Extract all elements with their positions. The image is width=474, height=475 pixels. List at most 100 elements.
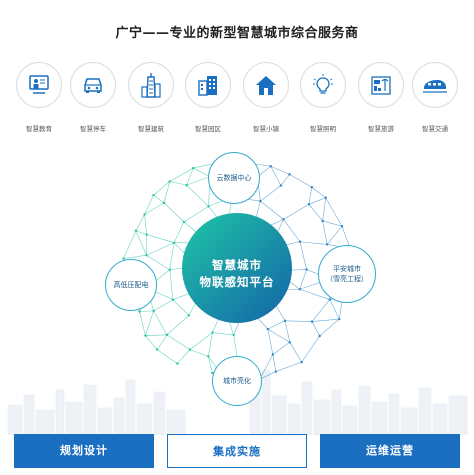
- mesh-node: [288, 341, 291, 344]
- category-smart-education[interactable]: 智慧教育: [9, 62, 69, 133]
- mesh-line: [308, 197, 326, 205]
- mesh-node: [338, 317, 341, 321]
- category-smart-transport[interactable]: 智慧交通: [405, 62, 465, 133]
- train-icon: [423, 80, 447, 93]
- node-cloud-data-center[interactable]: 云数据中心: [208, 152, 260, 204]
- category-smart-town[interactable]: 智慧小镇: [236, 62, 296, 133]
- mesh-node: [298, 288, 301, 291]
- mesh-line: [156, 349, 178, 364]
- mesh-line: [212, 332, 234, 336]
- mesh-node: [325, 243, 329, 246]
- mesh-line: [275, 361, 302, 372]
- mesh-line: [186, 184, 209, 207]
- mesh-line: [270, 166, 282, 186]
- mesh-node: [340, 225, 344, 228]
- integration-implementation-button[interactable]: 集成实施: [167, 434, 307, 468]
- node-safe-city[interactable]: 平安城市 （雪亮工程）: [318, 245, 376, 303]
- mesh-line: [280, 174, 290, 186]
- center-platform-label: 智慧城市 物联感知平台: [187, 257, 287, 291]
- car-icon: [84, 78, 102, 93]
- mesh-node: [172, 241, 176, 244]
- mesh-line: [283, 204, 310, 220]
- mesh-node: [271, 353, 274, 356]
- mesh-line: [326, 226, 343, 245]
- mesh-node: [288, 173, 291, 176]
- center-platform-circle: [182, 213, 292, 323]
- mesh-line: [272, 354, 277, 372]
- mesh-node: [300, 360, 303, 364]
- mesh-node: [165, 333, 169, 337]
- mesh-line: [193, 167, 211, 177]
- planning-design-button[interactable]: 规划设计: [14, 434, 154, 468]
- category-smart-building[interactable]: 智慧建筑: [121, 62, 181, 133]
- mesh-node: [171, 298, 175, 301]
- tourism-icon: [371, 76, 391, 95]
- category-label: 智慧照明: [310, 125, 336, 133]
- mesh-line: [267, 328, 290, 343]
- mesh-line: [166, 315, 190, 336]
- mesh-line: [153, 194, 165, 204]
- mesh-node: [305, 268, 308, 271]
- mesh-line: [267, 320, 286, 330]
- mesh-node: [185, 183, 188, 187]
- mesh-node: [207, 205, 210, 208]
- category-row: 智慧教育 智慧停车 智慧建: [0, 62, 474, 133]
- mesh-line: [260, 185, 282, 202]
- mesh-node: [321, 219, 324, 223]
- mesh-line: [299, 241, 328, 245]
- mesh-line: [189, 332, 213, 350]
- mesh-line: [207, 332, 213, 357]
- mesh-line: [156, 334, 168, 350]
- mesh-node: [168, 268, 171, 271]
- lightbulb-icon: [313, 74, 333, 94]
- category-smart-parking[interactable]: 智慧停车: [63, 62, 123, 133]
- category-label: 智慧园区: [195, 125, 221, 133]
- mesh-line: [322, 220, 328, 245]
- mesh-line: [145, 334, 167, 336]
- mesh-line: [173, 221, 185, 243]
- mesh-node: [145, 254, 148, 257]
- mesh-line: [144, 202, 165, 215]
- mesh-node: [282, 218, 285, 221]
- mesh-line: [272, 342, 290, 355]
- page-title: 广宁——专业的新型智慧城市综合服务商: [115, 26, 359, 41]
- mesh-line: [311, 299, 330, 322]
- mesh-node: [188, 348, 192, 351]
- mesh-line: [123, 254, 147, 259]
- mesh-node: [328, 298, 331, 301]
- mesh-node: [192, 166, 195, 170]
- mesh-node: [259, 199, 262, 203]
- node-label: 云数据中心: [216, 174, 252, 182]
- operation-maintenance-button[interactable]: 运维运营: [320, 434, 460, 468]
- category-smart-lighting[interactable]: 智慧照明: [293, 62, 353, 133]
- mesh-line: [145, 335, 158, 350]
- mesh-line: [259, 371, 276, 380]
- mesh-line: [311, 321, 320, 337]
- mesh-node: [318, 334, 321, 338]
- center-label-line2: 物联感知平台: [199, 275, 275, 289]
- mesh-line: [163, 181, 170, 203]
- node-label: 城市亮化: [223, 377, 251, 385]
- mesh-node: [269, 165, 272, 168]
- mesh-line: [341, 226, 351, 249]
- action-bar: 规划设计 集成实施 运维运营: [0, 434, 474, 468]
- node-city-lighting[interactable]: 城市亮化: [212, 356, 262, 406]
- mesh-node: [283, 319, 287, 323]
- mesh-line: [284, 320, 312, 322]
- node-label-line2: （雪亮工程）: [326, 275, 368, 283]
- mesh-line: [311, 186, 326, 198]
- mesh-line: [135, 230, 147, 256]
- node-power-distribution[interactable]: 高低压配电: [105, 259, 157, 311]
- mesh-node: [279, 184, 283, 187]
- mesh-line: [153, 299, 174, 312]
- category-smart-park[interactable]: 智慧园区: [178, 62, 238, 133]
- mesh-node: [143, 213, 146, 216]
- mesh-line: [289, 342, 302, 363]
- mesh-line: [146, 242, 175, 256]
- mesh-line: [301, 335, 320, 363]
- mesh-node: [182, 220, 186, 224]
- category-label: 智慧建筑: [138, 125, 164, 133]
- mesh-line: [308, 204, 323, 222]
- category-smart-tourism[interactable]: 智慧旅游: [351, 62, 411, 133]
- house-icon: [256, 76, 276, 95]
